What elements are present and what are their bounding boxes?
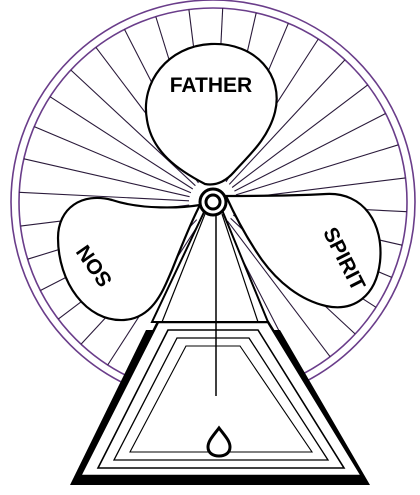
blade-top [146, 44, 277, 185]
guard-spoke [24, 159, 190, 197]
fan-hub [200, 189, 226, 215]
fan-base [70, 322, 370, 485]
guard-spoke [236, 145, 399, 195]
label-father: FATHER [170, 74, 252, 97]
